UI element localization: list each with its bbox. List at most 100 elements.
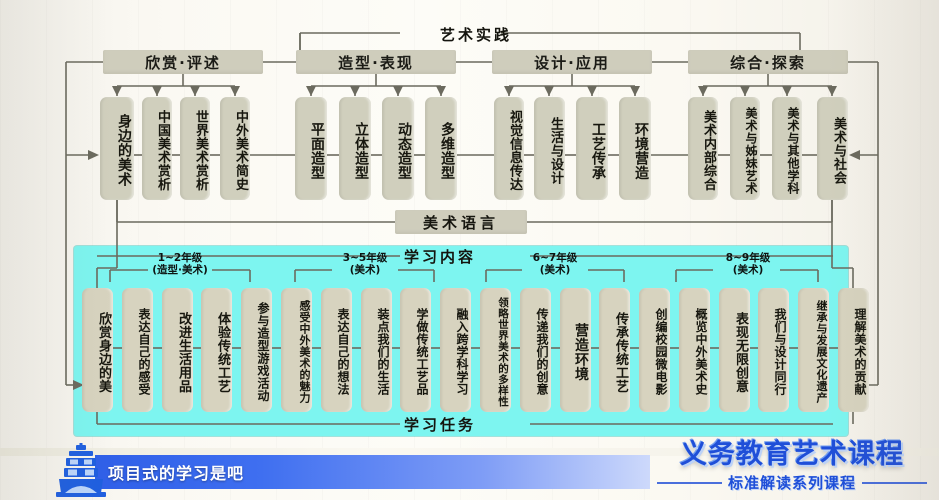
label-art-practice: 艺术实践 xyxy=(440,26,513,44)
leaf-label: 动态造型 xyxy=(396,121,412,180)
task-label: 表达自己的感受 xyxy=(137,308,151,396)
task-box[interactable]: 表现无限创意 xyxy=(719,288,750,412)
task-box[interactable]: 概览中外美术史 xyxy=(679,288,710,412)
leaf-label: 生活与设计 xyxy=(548,116,563,185)
category-box-design[interactable]: 设计·应用 xyxy=(492,50,652,74)
leaf-label: 工艺传承 xyxy=(590,121,606,180)
grade-group-label: 8~9年级 (美术) xyxy=(705,252,791,276)
task-box[interactable]: 表达自己的想法 xyxy=(321,288,352,412)
leaf-box[interactable]: 工艺传承 xyxy=(576,97,608,200)
task-label: 理解美术的贡献 xyxy=(853,308,867,396)
label-learning-content: 学习内容 xyxy=(404,248,477,266)
leaf-box[interactable]: 中外美术简史 xyxy=(220,97,250,200)
category-box-appreciation[interactable]: 欣赏·评述 xyxy=(103,50,263,74)
task-label: 营造环境 xyxy=(573,323,589,381)
task-label: 体验传统工艺 xyxy=(215,311,230,393)
task-box[interactable]: 继承与发展文化遗产 xyxy=(798,288,829,412)
task-box[interactable]: 改进生活用品 xyxy=(162,288,193,412)
task-box[interactable]: 理解美术的贡献 xyxy=(838,288,869,412)
leaf-box[interactable]: 立体造型 xyxy=(339,97,371,200)
leaf-label: 平面造型 xyxy=(309,121,325,180)
task-box[interactable]: 传递我们的创意 xyxy=(520,288,551,412)
task-label: 融入跨学科学习 xyxy=(455,308,469,396)
leaf-box[interactable]: 美术与姊妹艺术 xyxy=(730,97,760,200)
leaf-box[interactable]: 平面造型 xyxy=(295,97,327,200)
task-box[interactable]: 学做传统工艺品 xyxy=(400,288,431,412)
task-box[interactable]: 体验传统工艺 xyxy=(201,288,232,412)
grade-subtitle: (美术) xyxy=(539,264,571,276)
leaf-label: 美术内部综合 xyxy=(701,110,716,191)
task-label: 表达自己的想法 xyxy=(336,308,350,396)
art-language-box[interactable]: 美术语言 xyxy=(395,210,527,234)
program-branding: 义务教育艺术课程 标准解读系列课程 xyxy=(657,432,928,493)
task-box[interactable]: 传承传统工艺 xyxy=(599,288,630,412)
rule-right xyxy=(862,481,928,484)
task-label: 欣赏身边的美 xyxy=(96,311,111,393)
leaf-label: 世界美术赏析 xyxy=(193,110,208,191)
task-box[interactable]: 欣赏身边的美 xyxy=(82,288,113,412)
task-label: 感受中外美术的魅力 xyxy=(298,300,311,404)
grade-subtitle: (美术) xyxy=(349,264,381,276)
leaf-box[interactable]: 美术与社会 xyxy=(817,97,848,200)
leaf-label: 身边的美术 xyxy=(116,114,132,187)
brand-subtitle: 标准解读系列课程 xyxy=(728,474,857,492)
task-label: 参与造型游戏活动 xyxy=(256,302,270,402)
grade-group-label: 6~7年级 (美术) xyxy=(512,252,598,276)
task-label: 领略世界美术的多样性 xyxy=(497,297,509,407)
rule-left xyxy=(657,481,722,484)
task-box[interactable]: 装点我们的生活 xyxy=(361,288,392,412)
leaf-box[interactable]: 美术内部综合 xyxy=(688,97,718,200)
leaf-box[interactable]: 视觉信息传达 xyxy=(494,97,524,200)
task-box[interactable]: 感受中外美术的魅力 xyxy=(281,288,312,412)
leaf-box[interactable]: 生活与设计 xyxy=(534,97,565,200)
art-language-label: 美术语言 xyxy=(422,213,499,232)
task-box[interactable]: 营造环境 xyxy=(560,288,591,412)
leaf-box[interactable]: 身边的美术 xyxy=(100,97,134,200)
leaf-label: 环境营造 xyxy=(633,121,649,180)
task-label: 表现无限创意 xyxy=(733,311,748,393)
leaf-box[interactable]: 环境营造 xyxy=(619,97,651,200)
category-label: 设计·应用 xyxy=(534,53,610,72)
leaf-label: 中外美术简史 xyxy=(233,110,248,191)
brand-subtitle-row: 标准解读系列课程 xyxy=(657,472,928,493)
leaf-label: 中国美术赏析 xyxy=(155,110,170,191)
task-box[interactable]: 参与造型游戏活动 xyxy=(241,288,272,412)
leaf-box[interactable]: 中国美术赏析 xyxy=(142,97,172,200)
task-label: 创编校园微电影 xyxy=(654,308,668,396)
leaf-box[interactable]: 世界美术赏析 xyxy=(180,97,210,200)
category-label: 造型·表现 xyxy=(338,53,414,72)
leaf-box[interactable]: 多维造型 xyxy=(425,97,457,200)
task-label: 改进生活用品 xyxy=(176,311,191,393)
leaf-label: 美术与姊妹艺术 xyxy=(744,106,758,195)
task-box[interactable]: 表达自己的感受 xyxy=(122,288,153,412)
category-label: 综合·探索 xyxy=(730,53,806,72)
grade-title: 8~9年级 xyxy=(725,252,771,264)
leaf-label: 多维造型 xyxy=(439,121,455,180)
category-box-synthesis[interactable]: 综合·探索 xyxy=(688,50,848,74)
grade-title: 1~2年级 xyxy=(157,252,203,264)
grade-title: 6~7年级 xyxy=(532,252,578,264)
task-box[interactable]: 融入跨学科学习 xyxy=(440,288,471,412)
task-box[interactable]: 创编校园微电影 xyxy=(639,288,670,412)
leaf-box[interactable]: 美术与其他学科 xyxy=(772,97,802,200)
task-label: 我们与设计同行 xyxy=(773,308,787,396)
caption-bar xyxy=(95,455,650,489)
institution-logo-icon xyxy=(56,443,106,497)
leaf-box[interactable]: 动态造型 xyxy=(382,97,414,200)
task-label: 学做传统工艺品 xyxy=(415,308,429,396)
brand-title: 义务教育艺术课程 xyxy=(680,439,904,470)
task-label: 概览中外美术史 xyxy=(694,308,708,396)
leaf-label: 美术与社会 xyxy=(831,116,846,185)
task-box[interactable]: 领略世界美术的多样性 xyxy=(480,288,511,412)
grade-title: 3~5年级 xyxy=(342,252,388,264)
leaf-label: 美术与其他学科 xyxy=(786,106,800,195)
footer-strip xyxy=(0,448,939,456)
task-box[interactable]: 我们与设计同行 xyxy=(758,288,789,412)
category-box-modeling[interactable]: 造型·表现 xyxy=(296,50,456,74)
leaf-label: 视觉信息传达 xyxy=(507,110,522,191)
leaf-label: 立体造型 xyxy=(353,121,369,180)
task-label: 装点我们的生活 xyxy=(376,308,390,396)
grade-group-label: 3~5年级 (美术) xyxy=(322,252,408,276)
caption-text: 项目式的学习是吧 xyxy=(108,464,245,483)
